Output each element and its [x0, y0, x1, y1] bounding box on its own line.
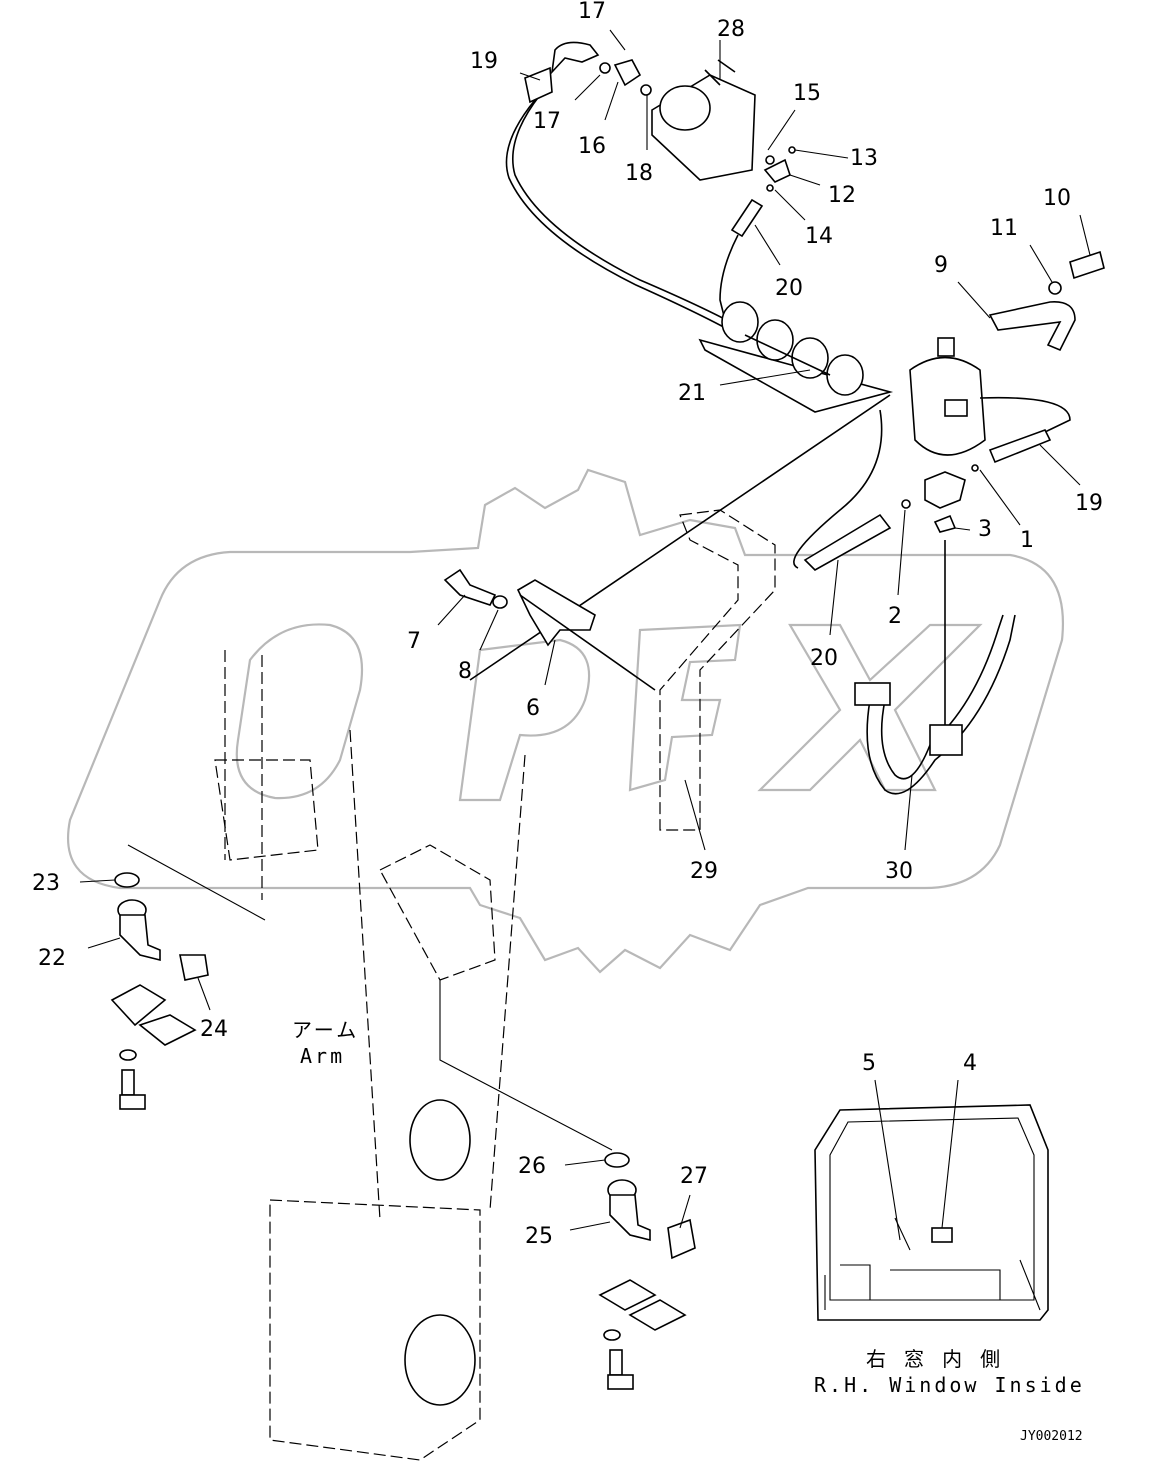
- pipe-assembly: [854, 540, 1016, 795]
- callout-20a: 20: [775, 276, 803, 301]
- callout-8: 8: [458, 659, 472, 684]
- callout-5: 5: [862, 1051, 876, 1076]
- left-elbow-fitting: [110, 872, 209, 1110]
- window-label-jp: 右 窓 内 側: [866, 1347, 1003, 1371]
- drawing-code: JY002012: [1020, 1429, 1083, 1444]
- callout-13: 13: [850, 146, 878, 171]
- leader-lines: [79, 29, 1091, 1241]
- callout-7: 7: [407, 629, 421, 654]
- callout-4: 4: [963, 1051, 977, 1076]
- callout-28: 28: [717, 17, 745, 42]
- callout-23: 23: [32, 871, 60, 896]
- window-label-en: R.H. Window Inside: [814, 1373, 1085, 1397]
- callout-19b: 19: [1075, 491, 1103, 516]
- callout-10: 10: [1043, 186, 1071, 211]
- callout-3: 3: [978, 517, 992, 542]
- upper-hose-assembly: [505, 41, 796, 337]
- callout-9: 9: [934, 253, 948, 278]
- callout-29: 29: [690, 859, 718, 884]
- callout-21: 21: [678, 381, 706, 406]
- hose-clamp-plate: [698, 301, 894, 413]
- callout-12: 12: [828, 183, 856, 208]
- callout-19a: 19: [470, 49, 498, 74]
- callout-20b: 20: [810, 646, 838, 671]
- callout-18: 18: [625, 161, 653, 186]
- callout-1: 1: [1020, 528, 1034, 553]
- accumulator-group: [469, 250, 1105, 681]
- text-labels: アーム Arm 右 窓 内 側 R.H. Window Inside JY002…: [292, 1018, 1085, 1444]
- callout-16: 16: [578, 134, 606, 159]
- arm-outline: [127, 650, 613, 1461]
- callout-17a: 17: [578, 0, 606, 24]
- callout-27: 27: [680, 1164, 708, 1189]
- bracket-assembly: [443, 509, 776, 831]
- callout-24: 24: [200, 1017, 228, 1042]
- callout-numbers: 1 2 3 4 5 6 7 8 9 10 11 12 13 14 15 16 1…: [32, 0, 1103, 1249]
- arm-label-en: Arm: [300, 1044, 345, 1068]
- callout-26: 26: [518, 1154, 546, 1179]
- callout-11: 11: [990, 216, 1018, 241]
- callout-17b: 17: [533, 109, 561, 134]
- callout-14: 14: [805, 224, 833, 249]
- watermark-logo: [66, 468, 1064, 974]
- callout-2: 2: [888, 604, 902, 629]
- lower-elbow-fitting: [598, 1152, 696, 1390]
- callout-22: 22: [38, 946, 66, 971]
- callout-6: 6: [526, 696, 540, 721]
- callout-15: 15: [793, 81, 821, 106]
- callout-25: 25: [525, 1224, 553, 1249]
- window-inset: [814, 1104, 1049, 1321]
- arm-label-jp: アーム: [292, 1018, 359, 1042]
- callout-30: 30: [885, 859, 913, 884]
